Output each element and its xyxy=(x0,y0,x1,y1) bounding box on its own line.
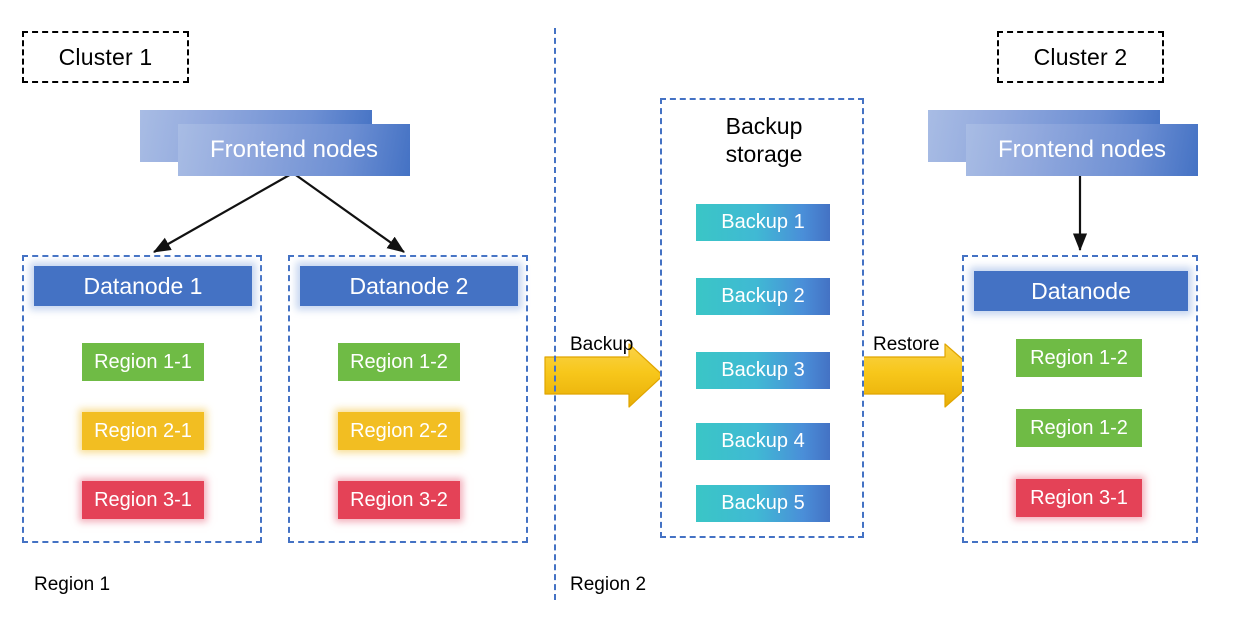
region-chip-3-1[interactable]: Region 3-1 xyxy=(82,481,204,519)
backup-item-1-label: Backup 1 xyxy=(721,211,805,233)
datanode-1-header[interactable]: Datanode 1 xyxy=(34,266,252,306)
region-chip-restored-2[interactable]: Region 1-2 xyxy=(1016,409,1142,447)
region-2-caption: Region 2 xyxy=(570,574,646,596)
frontend-nodes-group-1: Frontend nodes xyxy=(140,110,410,176)
backup-item-2[interactable]: Backup 2 xyxy=(696,278,830,315)
region-chip-restored-2-label: Region 1-2 xyxy=(1030,416,1128,439)
cluster-2-label: Cluster 2 xyxy=(997,31,1164,83)
region-chip-1-1[interactable]: Region 1-1 xyxy=(82,343,204,381)
frontend-nodes-2[interactable]: Frontend nodes xyxy=(966,124,1198,176)
datanode-2-header-label: Datanode 2 xyxy=(349,272,469,299)
cluster-1-label-text: Cluster 1 xyxy=(58,43,153,70)
datanode-3-header-label: Datanode xyxy=(1031,277,1131,304)
cluster-2-label-text: Cluster 2 xyxy=(1033,43,1128,70)
cluster-1-label: Cluster 1 xyxy=(22,31,189,83)
region-chip-2-2-label: Region 2-2 xyxy=(350,419,448,442)
datanode-2-container: Datanode 2 Region 1-2 Region 2-2 Region … xyxy=(288,255,528,543)
region-chip-restored-3-label: Region 3-1 xyxy=(1030,486,1128,509)
region-chip-2-1[interactable]: Region 2-1 xyxy=(82,412,204,450)
frontend-nodes-1[interactable]: Frontend nodes xyxy=(178,124,410,176)
connector-frontend-to-datanode-1 xyxy=(153,172,294,253)
backup-flow-label: Backup xyxy=(570,334,633,356)
backup-item-3[interactable]: Backup 3 xyxy=(696,352,830,389)
region-1-caption: Region 1 xyxy=(34,574,110,596)
region-chip-1-1-label: Region 1-1 xyxy=(94,350,192,373)
restore-flow-label-text: Restore xyxy=(873,334,940,355)
frontend-nodes-label-2: Frontend nodes xyxy=(997,136,1167,163)
datanode-3-container: Datanode Region 1-2 Region 1-2 Region 3-… xyxy=(962,255,1198,543)
backup-item-4-label: Backup 4 xyxy=(721,430,805,452)
datanode-3-header[interactable]: Datanode xyxy=(974,271,1188,311)
backup-item-1[interactable]: Backup 1 xyxy=(696,204,830,241)
region-1-caption-text: Region 1 xyxy=(34,574,111,595)
backup-storage-title-line-2: storage xyxy=(725,141,803,168)
region-chip-3-2[interactable]: Region 3-2 xyxy=(338,481,460,519)
backup-storage-title: Backup storage xyxy=(662,112,866,168)
datanode-1-header-label: Datanode 1 xyxy=(83,272,203,299)
region-chip-2-1-label: Region 2-1 xyxy=(94,419,192,442)
backup-item-2-label: Backup 2 xyxy=(721,285,805,307)
datanode-1-container: Datanode 1 Region 1-1 Region 2-1 Region … xyxy=(22,255,262,543)
frontend-nodes-label-1: Frontend nodes xyxy=(209,136,379,163)
backup-storage-container: Backup storage Backup 1 Backup 2 Backup … xyxy=(660,98,864,538)
backup-item-4[interactable]: Backup 4 xyxy=(696,423,830,460)
region-chip-3-1-label: Region 3-1 xyxy=(94,488,192,511)
region-chip-2-2[interactable]: Region 2-2 xyxy=(338,412,460,450)
region-chip-1-2[interactable]: Region 1-2 xyxy=(338,343,460,381)
restore-flow-label: Restore xyxy=(873,334,940,356)
backup-item-5[interactable]: Backup 5 xyxy=(696,485,830,522)
region-chip-restored-1-label: Region 1-2 xyxy=(1030,346,1128,369)
datanode-2-header[interactable]: Datanode 2 xyxy=(300,266,518,306)
region-chip-3-2-label: Region 3-2 xyxy=(350,488,448,511)
connector-frontend-to-datanode-2 xyxy=(292,172,405,253)
region-chip-restored-3[interactable]: Region 3-1 xyxy=(1016,479,1142,517)
region-chip-1-2-label: Region 1-2 xyxy=(350,350,448,373)
region-divider xyxy=(554,28,556,600)
backup-item-3-label: Backup 3 xyxy=(721,359,805,381)
region-2-caption-text: Region 2 xyxy=(570,574,647,595)
backup-flow-label-text: Backup xyxy=(570,334,634,355)
frontend-nodes-group-2: Frontend nodes xyxy=(928,110,1198,176)
region-chip-restored-1[interactable]: Region 1-2 xyxy=(1016,339,1142,377)
backup-storage-title-line-1: Backup xyxy=(725,113,803,139)
backup-item-5-label: Backup 5 xyxy=(721,492,805,514)
